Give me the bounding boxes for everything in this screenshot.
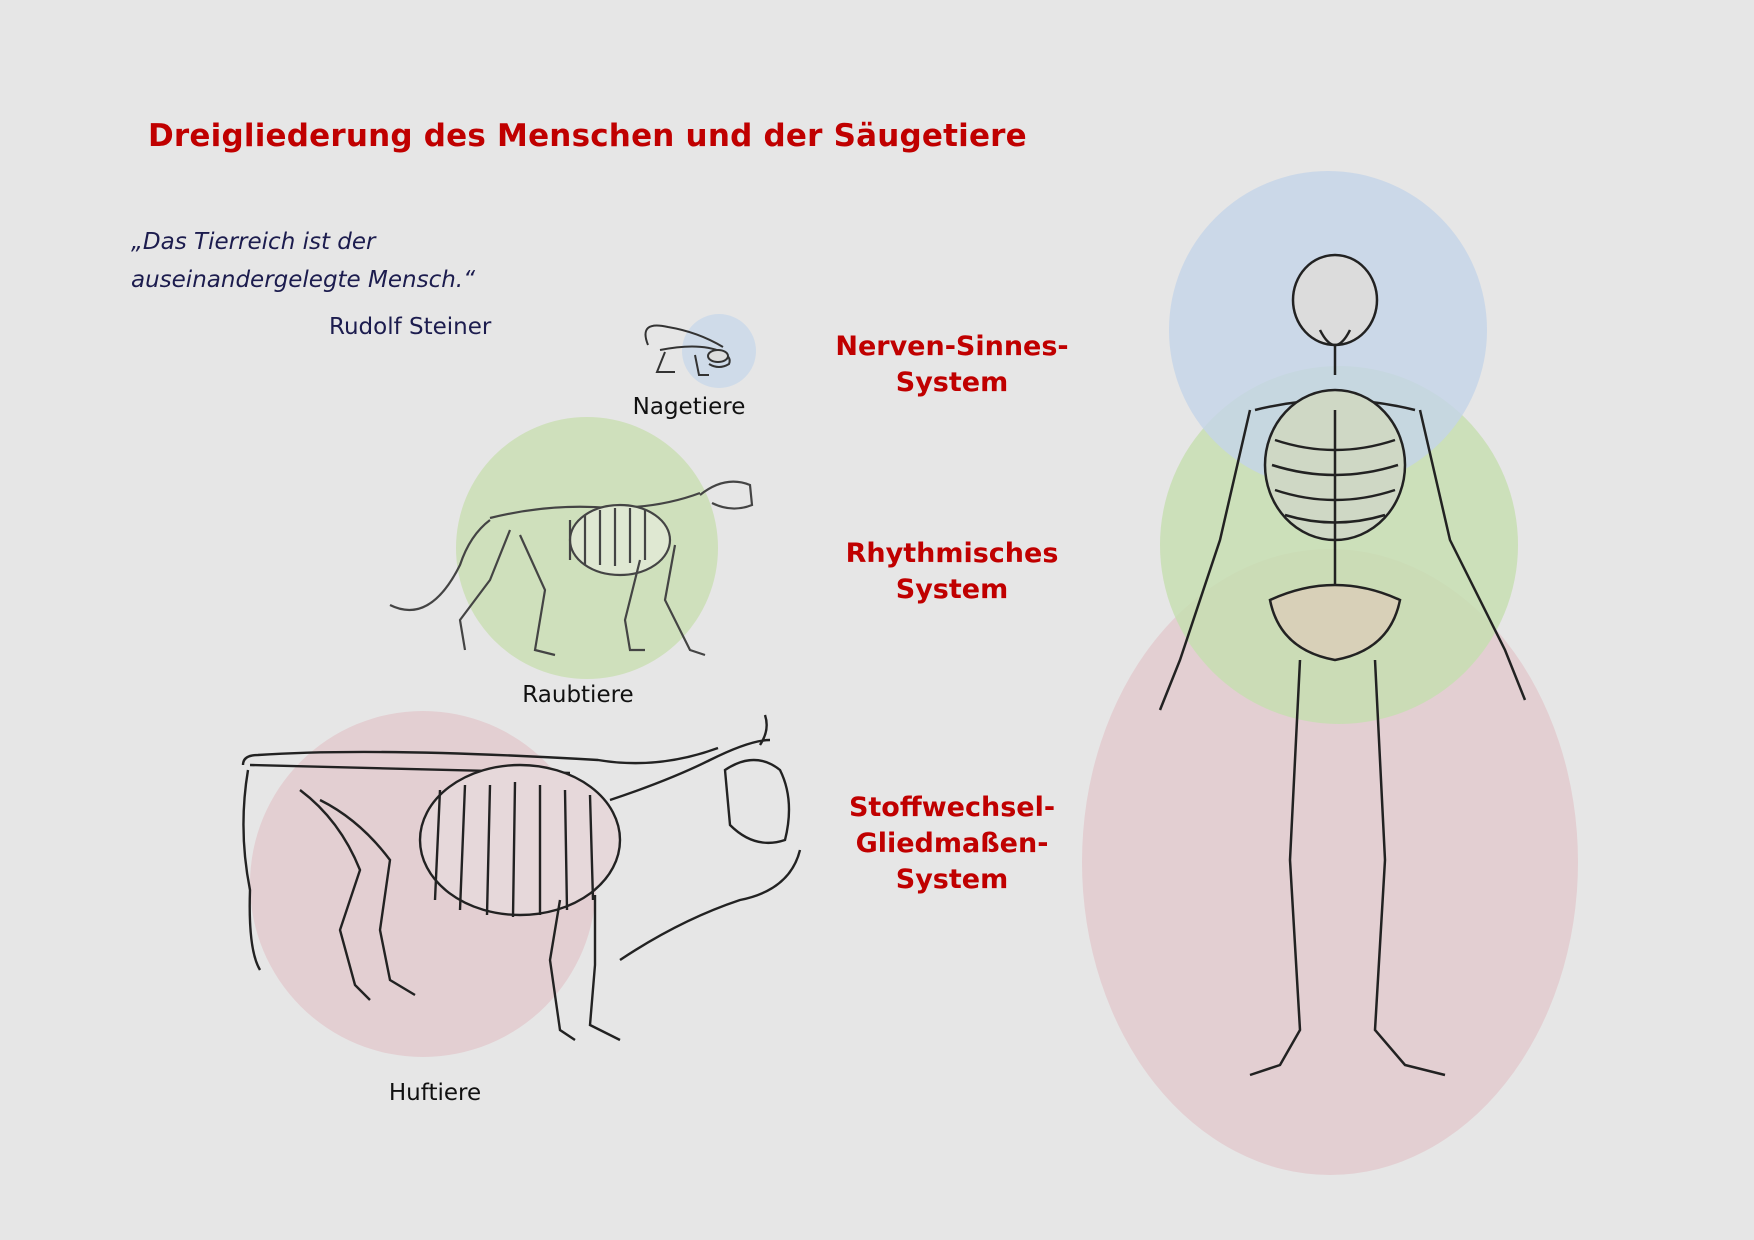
label-line: System [895, 367, 1009, 398]
quote-line-2: auseinandergelegte Mensch.“ [131, 267, 476, 293]
label-line: System [895, 864, 1009, 895]
label-line: Stoffwechsel- [848, 792, 1056, 823]
quote-line-1: „Das Tierreich ist der [131, 229, 376, 255]
label-ungulates: Huftiere [388, 1080, 482, 1106]
page-title: Dreigliederung des Menschen und der Säug… [148, 118, 1027, 154]
quote-author: Rudolf Steiner [329, 314, 492, 340]
label-line: Rhythmisches [845, 538, 1059, 569]
label-line: Gliedmaßen- [855, 828, 1049, 859]
label-carnivores: Raubtiere [522, 682, 634, 708]
carnivore-skeleton-icon [389, 480, 754, 657]
label-line: Nerven-Sinnes- [835, 331, 1069, 362]
label-line: System [895, 574, 1009, 605]
ungulate-skeleton-icon [241, 714, 802, 1042]
label-nerve-sense-system: Nerven-Sinnes- System [822, 329, 1082, 401]
rodent-skeleton-icon [644, 324, 731, 376]
human-skeleton-icon [1158, 253, 1527, 1077]
label-rodents: Nagetiere [632, 394, 746, 420]
label-metabolic-limb-system: Stoffwechsel- Gliedmaßen- System [822, 790, 1082, 898]
label-rhythmic-system: Rhythmisches System [822, 536, 1082, 608]
